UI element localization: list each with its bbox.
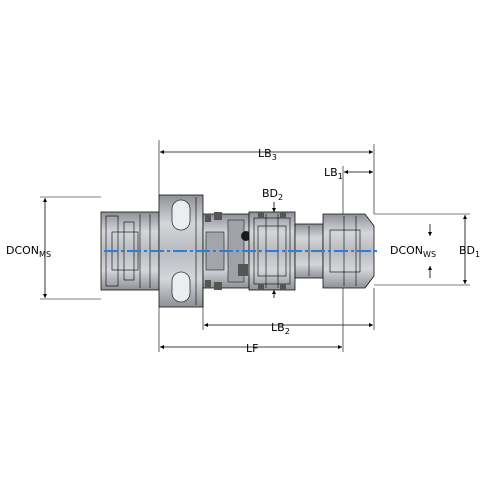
label-bd1-sub: 1 [475,250,480,259]
label-bd2-sub: 2 [278,193,283,202]
label-dcon-ws-sub: WS [423,250,436,259]
label-dcon-ms-base: DCON [6,244,39,257]
label-lb3-base: LB [258,147,272,160]
locking-screw-icon [241,231,251,241]
flange-slot-bottom [171,271,191,303]
label-dcon-ms: DCONMS [6,244,51,259]
label-lb3-sub: 3 [272,153,277,162]
collet-nut [322,213,375,289]
label-lb3: LB3 [258,147,277,162]
tool-holder [100,194,378,308]
label-lb2: LB2 [271,321,290,336]
label-dcon-ws: DCONWS [390,244,436,259]
dimension-lines [40,140,470,352]
label-bd2: BD2 [262,187,283,202]
flange-slot-top [171,199,191,231]
label-lf: LF [246,342,258,355]
label-dcon-ws-base: DCON [390,244,423,257]
label-lb2-sub: 2 [285,327,290,336]
label-lb2-base: LB [271,321,285,334]
label-dcon-ms-sub: MS [39,250,51,259]
label-lb1-sub: 1 [338,172,343,181]
label-bd1: BD1 [459,244,480,259]
label-bd1-base: BD [459,244,475,257]
label-bd2-base: BD [262,187,278,200]
label-lb1: LB1 [324,166,343,181]
label-lb1-base: LB [324,166,338,179]
